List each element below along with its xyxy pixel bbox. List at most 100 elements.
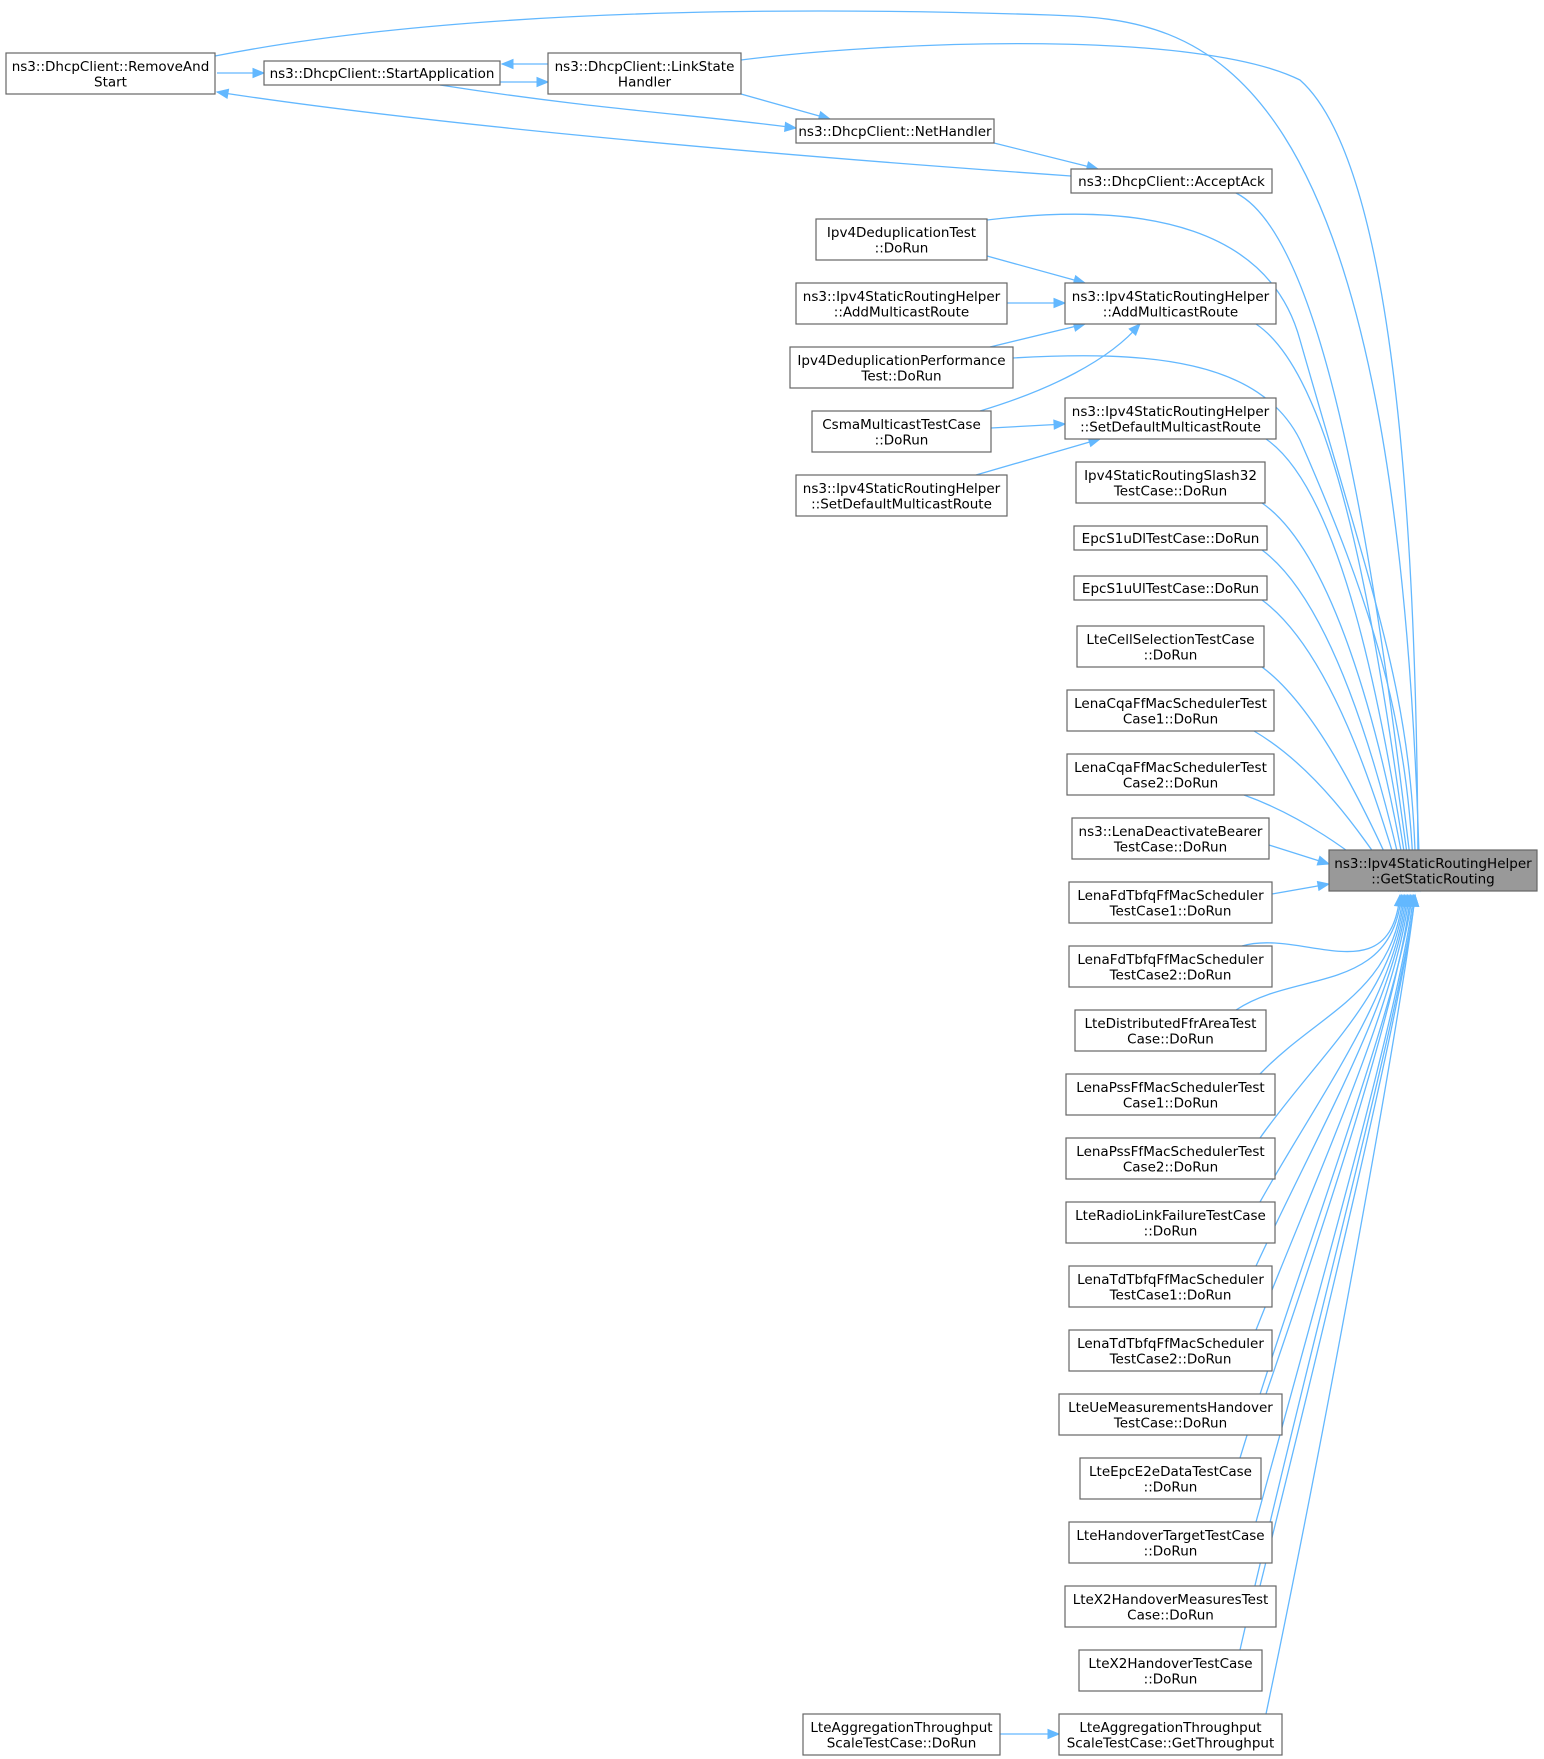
node-label: LteX2HandoverMeasuresTest bbox=[1073, 1592, 1269, 1608]
node-lcs[interactable]: LteCellSelectionTestCase::DoRun bbox=[1076, 625, 1265, 668]
call-edge bbox=[1241, 894, 1401, 953]
node-x2[interactable]: LteX2HandoverTestCase::DoRun bbox=[1078, 1649, 1263, 1692]
node-label: LenaFdTbfqFfMacScheduler bbox=[1077, 888, 1264, 904]
node-box bbox=[1064, 397, 1277, 440]
node-box bbox=[547, 52, 742, 95]
arrowhead bbox=[536, 76, 550, 88]
call-edge bbox=[1259, 894, 1406, 1139]
node-box bbox=[1068, 881, 1273, 924]
node-cmt[interactable]: CsmaMulticastTestCase::DoRun bbox=[811, 410, 992, 453]
call-edge bbox=[1239, 894, 1413, 1459]
node-label: TestCase2::DoRun bbox=[1109, 1351, 1232, 1367]
node-label: TestCase::DoRun bbox=[1113, 1415, 1227, 1431]
node-box bbox=[1058, 1713, 1283, 1756]
node-label: Test::DoRun bbox=[860, 368, 941, 384]
call-edge bbox=[1012, 355, 1415, 892]
arrowhead bbox=[784, 121, 798, 132]
node-box bbox=[789, 346, 1014, 389]
call-edge bbox=[1255, 323, 1413, 892]
node-agt[interactable]: LteAggregationThroughputScaleTestCase::G… bbox=[1058, 1713, 1283, 1756]
node-box bbox=[1071, 817, 1270, 860]
node-label: ns3::DhcpClient::RemoveAnd bbox=[12, 59, 210, 75]
call-edge bbox=[214, 10, 1421, 892]
node-box bbox=[795, 474, 1008, 517]
call-edge bbox=[1261, 599, 1405, 892]
node-label: LenaFdTbfqFfMacScheduler bbox=[1077, 952, 1264, 968]
call-edge bbox=[1261, 549, 1407, 892]
node-label: LenaPssFfMacSchedulerTest bbox=[1076, 1080, 1264, 1096]
node-box bbox=[802, 1713, 1001, 1756]
node-label: ::AddMulticastRoute bbox=[1103, 304, 1238, 320]
node-box bbox=[1073, 575, 1268, 601]
node-label: TestCase1::DoRun bbox=[1109, 903, 1232, 919]
node-gsr[interactable]: ns3::Ipv4StaticRoutingHelper::GetStaticR… bbox=[1328, 849, 1538, 892]
node-label: ::DoRun bbox=[875, 240, 929, 256]
node-label: EpcS1uUlTestCase::DoRun bbox=[1082, 581, 1259, 597]
node-label: ::GetStaticRouting bbox=[1371, 871, 1495, 887]
node-label: ::DoRun bbox=[1144, 1223, 1198, 1239]
node-box bbox=[1079, 1457, 1262, 1500]
call-edge bbox=[1259, 894, 1407, 1203]
call-edge bbox=[216, 91, 1072, 177]
node-sa[interactable]: ns3::DhcpClient::StartApplication bbox=[263, 60, 501, 86]
call-edge bbox=[1265, 438, 1411, 892]
node-label: ns3::LenaDeactivateBearer bbox=[1079, 824, 1263, 840]
node-label: LteUeMeasurementsHandover bbox=[1068, 1400, 1273, 1416]
node-sdmr[interactable]: ns3::Ipv4StaticRoutingHelper::SetDefault… bbox=[1064, 397, 1277, 440]
node-label: ScaleTestCase::GetThroughput bbox=[1067, 1735, 1275, 1751]
node-epcdl[interactable]: EpcS1uDlTestCase::DoRun bbox=[1073, 525, 1268, 551]
arrowhead bbox=[1053, 419, 1067, 430]
call-edge bbox=[1265, 894, 1412, 1395]
node-label: Case1::DoRun bbox=[1123, 711, 1218, 727]
node-rlf[interactable]: LteRadioLinkFailureTestCase::DoRun bbox=[1065, 1201, 1276, 1244]
arrowhead bbox=[500, 58, 514, 70]
node-idt[interactable]: Ipv4DeduplicationTest::DoRun bbox=[815, 218, 988, 261]
call-edge bbox=[975, 438, 1101, 476]
node-label: ns3::DhcpClient::LinkState bbox=[555, 59, 735, 75]
node-sdmr2[interactable]: ns3::Ipv4StaticRoutingHelper::SetDefault… bbox=[795, 474, 1008, 517]
node-label: Case2::DoRun bbox=[1123, 775, 1218, 791]
call-edge bbox=[1259, 894, 1404, 1075]
node-label: ns3::Ipv4StaticRoutingHelper bbox=[803, 481, 1001, 497]
node-label: ::SetDefaultMulticastRoute bbox=[1080, 419, 1261, 435]
node-hot[interactable]: LteHandoverTargetTestCase::DoRun bbox=[1068, 1521, 1273, 1564]
node-label: LteEpcE2eDataTestCase bbox=[1089, 1464, 1252, 1480]
call-edge bbox=[989, 323, 1086, 348]
node-label: ns3::DhcpClient::NetHandler bbox=[798, 124, 992, 140]
node-amr[interactable]: ns3::Ipv4StaticRoutingHelper::AddMultica… bbox=[1064, 282, 1277, 325]
node-nh[interactable]: ns3::DhcpClient::NetHandler bbox=[795, 118, 995, 144]
arrowhead bbox=[1316, 855, 1331, 866]
node-label: Case2::DoRun bbox=[1123, 1159, 1218, 1175]
node-aa[interactable]: ns3::DhcpClient::AcceptAck bbox=[1070, 168, 1273, 194]
node-box bbox=[1065, 1201, 1276, 1244]
node-label: ns3::DhcpClient::AcceptAck bbox=[1078, 174, 1265, 190]
node-label: ns3::Ipv4StaticRoutingHelper bbox=[1072, 289, 1270, 305]
node-box bbox=[1066, 689, 1275, 732]
node-epcul[interactable]: EpcS1uUlTestCase::DoRun bbox=[1073, 575, 1268, 601]
node-agd[interactable]: LteAggregationThroughputScaleTestCase::D… bbox=[802, 1713, 1001, 1756]
node-amr2[interactable]: ns3::Ipv4StaticRoutingHelper::AddMultica… bbox=[795, 282, 1008, 325]
call-edge bbox=[1259, 894, 1416, 1587]
node-e2e[interactable]: LteEpcE2eDataTestCase::DoRun bbox=[1079, 1457, 1262, 1500]
call-edge bbox=[986, 255, 1086, 284]
arrowhead bbox=[1047, 1728, 1061, 1740]
node-box bbox=[815, 218, 988, 261]
node-box bbox=[263, 60, 501, 86]
